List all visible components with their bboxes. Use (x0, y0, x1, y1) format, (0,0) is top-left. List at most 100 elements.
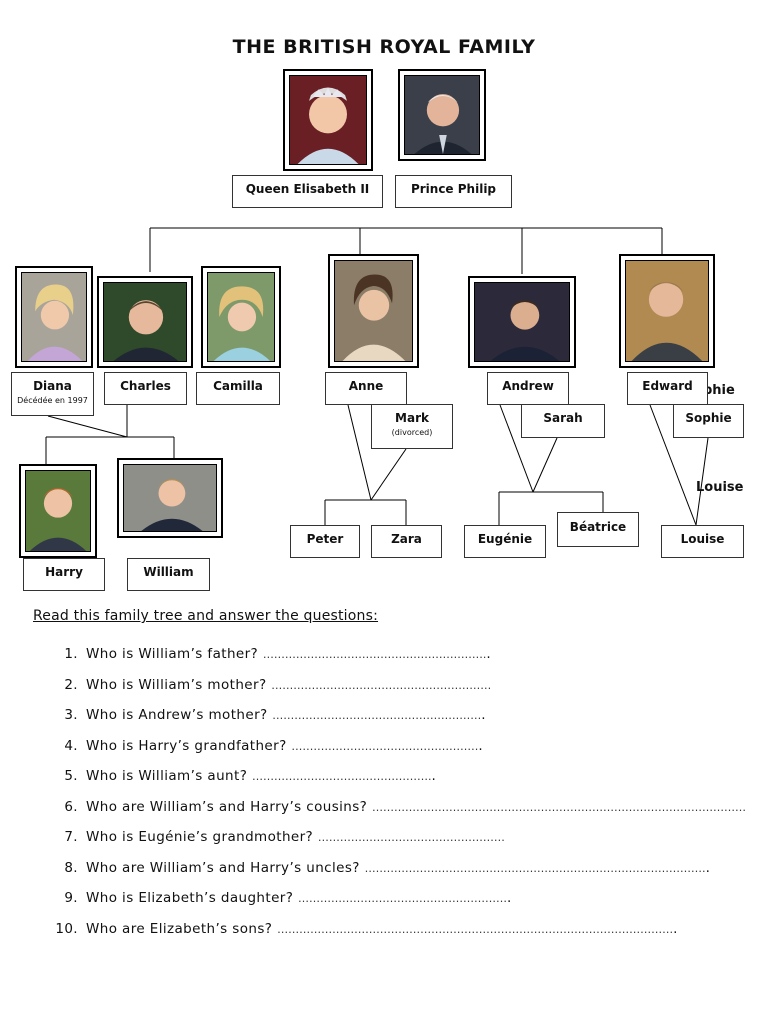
question-item: 7. Who is Eugénie’s grandmother? ……………………… (48, 829, 748, 860)
question-number: 7. (64, 829, 78, 845)
question-item: 1. Who is William’s father? …………………………………… (48, 646, 748, 677)
question-text: Who is Eugénie’s grandmother? (86, 829, 314, 845)
name-philip: Prince Philip (410, 182, 497, 196)
question-item: 6. Who are William’s and Harry’s cousins?… (48, 799, 748, 830)
question-text: Who are Elizabeth’s sons? (86, 920, 273, 937)
answer-blank[interactable]: ………………………………………………… (298, 892, 508, 905)
william-portrait-icon (124, 465, 216, 531)
question-end: . (486, 646, 492, 662)
queen-portrait-icon (290, 76, 366, 164)
name-elisabeth: Queen Elisabeth II (245, 182, 370, 196)
question-item: 8.Who are William’s and Harry’s uncles? … (48, 860, 748, 891)
question-number: 8. (64, 859, 78, 876)
question-list: 1. Who is William’s father? …………………………………… (48, 646, 748, 951)
question-number: 4. (64, 737, 78, 754)
question-end: . (507, 890, 512, 906)
question-number: 3. (64, 707, 78, 723)
instructions-heading: Read this family tree and answer the que… (33, 608, 379, 624)
family-tree-lines (45, 227, 709, 526)
question-text: Who are William’s and Harry’s cousins? (86, 798, 368, 815)
name-box-harry: Harry (23, 558, 105, 591)
name-harry: Harry (45, 565, 83, 579)
question-number: 10. (55, 920, 78, 937)
question-text: Who is William’s father? (86, 646, 259, 662)
name-box-philip: Prince Philip (395, 175, 512, 208)
question-item: 4. Who is Harry’s grandfather? …………………………… (48, 738, 748, 769)
name-box-elisabeth: Queen Elisabeth II (232, 175, 383, 208)
name-louise: Louise (680, 532, 725, 546)
question-text: Who is Harry’s grandfather? (86, 737, 287, 754)
question-item: 9. Who is Elizabeth’s daughter? ………………………… (48, 890, 748, 921)
name-box-sarah: Sarah (521, 404, 605, 438)
charles-photo (97, 276, 193, 368)
question-number: 1. (64, 646, 78, 662)
answer-blank[interactable]: …………………………………………… (317, 831, 505, 844)
andrew-photo (468, 276, 576, 368)
name-box-anne: Anne (325, 372, 407, 405)
question-end: . (478, 737, 484, 754)
philip-portrait-icon (405, 76, 479, 154)
queen-elisabeth-photo (283, 69, 373, 171)
question-text: Who is Elizabeth’s daughter? (86, 890, 294, 906)
question-number: 6. (64, 798, 78, 815)
name-box-louise: Louise (661, 525, 744, 558)
name-box-andrew: Andrew (487, 372, 569, 405)
answer-blank[interactable]: ………………………………………………………………………………… (364, 861, 706, 875)
name-sarah: Sarah (543, 411, 583, 425)
question-end: . (705, 859, 711, 876)
question-item: 3. Who is Andrew’s mother? ……………………………………… (48, 707, 748, 738)
name-box-beatrice: Béatrice (557, 512, 639, 547)
name-box-mark: Mark (divorced) (371, 404, 453, 449)
camilla-portrait-icon (208, 273, 274, 361)
name-beatrice: Béatrice (569, 520, 627, 534)
edward-photo (619, 254, 715, 368)
name-box-eugenie: Eugénie (464, 525, 546, 558)
name-mark: Mark (395, 411, 429, 425)
name-edward: Edward (642, 379, 693, 393)
answer-blank[interactable]: ……………………………………………………………………………………………… (277, 922, 674, 936)
louise-ghost-text: Louise (696, 480, 744, 495)
question-item: 5.Who is William’s aunt? ………………………………………… (48, 768, 748, 799)
question-item: 2. Who is William’s mother? …………………………………… (48, 677, 748, 708)
name-charles: Charles (120, 379, 171, 393)
name-zara: Zara (391, 532, 422, 546)
question-text: Who is Andrew’s mother? (86, 707, 268, 723)
anne-photo (328, 254, 419, 368)
william-photo (117, 458, 223, 538)
answer-blank[interactable]: …………………………………………… (291, 739, 479, 753)
name-box-charles: Charles (104, 372, 187, 405)
charles-portrait-icon (104, 283, 186, 361)
answer-blank[interactable]: ………………………………………………… (272, 709, 482, 722)
answer-blank[interactable]: …………………………………………. (251, 770, 432, 783)
answer-blank[interactable]: ………………………………………………………………………………………… (371, 800, 746, 814)
name-anne: Anne (348, 379, 384, 393)
name-box-peter: Peter (290, 525, 360, 558)
name-andrew: Andrew (502, 379, 554, 393)
question-text: Who is William’s mother? (86, 676, 267, 693)
name-diana: Diana (33, 379, 72, 393)
question-end: . (431, 768, 437, 784)
name-camilla: Camilla (213, 379, 263, 393)
harry-portrait-icon (26, 471, 90, 551)
sophie-overlap-text: phie (703, 383, 735, 398)
diana-photo (15, 266, 93, 368)
question-end: . (673, 920, 678, 937)
harry-photo (19, 464, 97, 558)
answer-blank[interactable]: ……………………………………………………. (262, 648, 487, 661)
anne-portrait-icon (335, 261, 412, 361)
answer-blank[interactable]: …………………………………………………… (271, 678, 492, 692)
page-title: THE BRITISH ROYAL FAMILY (232, 36, 536, 58)
question-number: 9. (64, 890, 78, 906)
name-william: William (143, 565, 194, 579)
question-end: . (481, 707, 486, 723)
prince-philip-photo (398, 69, 486, 161)
question-number: 5. (64, 768, 78, 784)
name-box-edward: Edward (627, 372, 708, 405)
question-number: 2. (64, 676, 78, 693)
mark-note: (divorced) (391, 428, 433, 438)
question-item: 10. Who are Elizabeth’s sons? ……………………………… (48, 921, 748, 952)
diana-note: Décédée en 1997 (17, 396, 88, 406)
diana-portrait-icon (22, 273, 86, 361)
camilla-photo (201, 266, 281, 368)
